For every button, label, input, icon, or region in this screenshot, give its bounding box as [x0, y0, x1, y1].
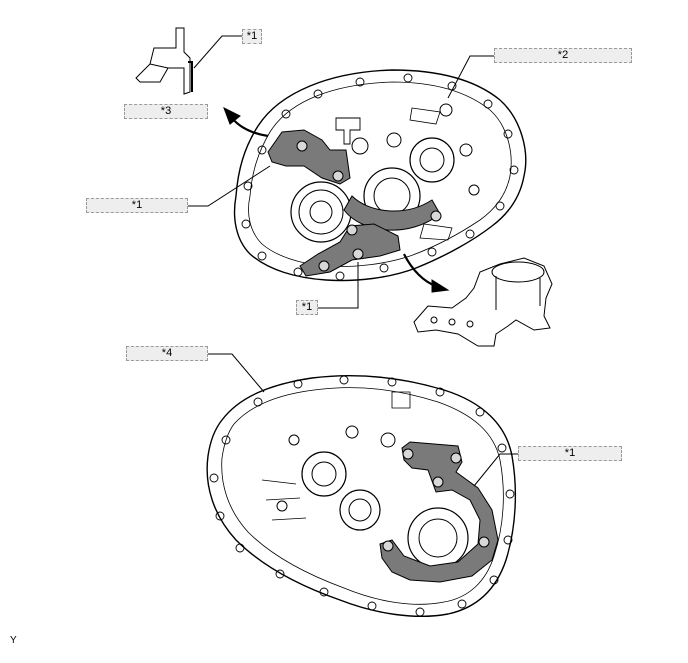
lower-transaxle-case	[206, 374, 517, 618]
removal-arrow-left	[223, 106, 269, 138]
upper-case-bolt-bosses	[241, 73, 519, 281]
upper-transaxle-case	[233, 69, 527, 282]
callout-3: *3	[124, 104, 208, 119]
callout-1-top: *1	[242, 29, 262, 44]
removal-arrow-right	[403, 253, 450, 293]
upper-highlight-bracket-bottom	[299, 195, 442, 277]
callout-1-left: *1	[86, 198, 188, 213]
callout-1-mid: *1	[296, 300, 318, 315]
upper-highlight-bracket-left	[267, 129, 351, 185]
callout-2: *2	[494, 48, 632, 63]
leader-lines	[186, 35, 518, 487]
lower-highlight-bracket	[379, 441, 499, 583]
callout-4: *4	[126, 346, 208, 361]
removed-bracket-large	[413, 257, 553, 347]
figure-code: Y	[10, 635, 17, 646]
removed-bracket-small	[135, 27, 193, 95]
lower-case-bolt-bosses	[209, 375, 515, 617]
callout-1-right: *1	[518, 446, 622, 461]
